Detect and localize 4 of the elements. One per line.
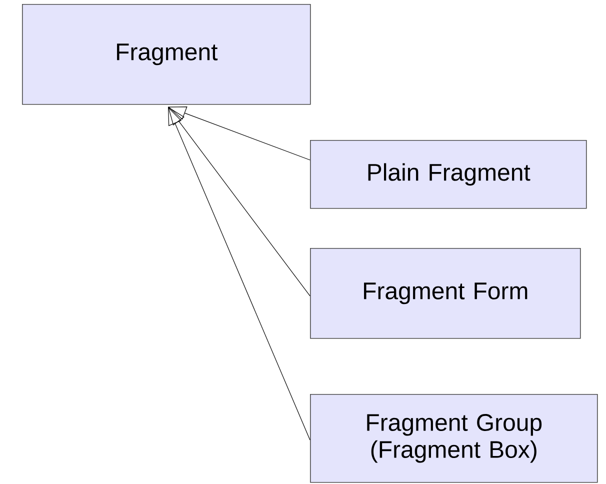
class-box: Fragment: [22, 4, 311, 105]
class-box: Fragment Form: [310, 248, 581, 339]
class-box: Plain Fragment: [310, 140, 587, 209]
class-box: Fragment Group (Fragment Box): [310, 394, 598, 483]
